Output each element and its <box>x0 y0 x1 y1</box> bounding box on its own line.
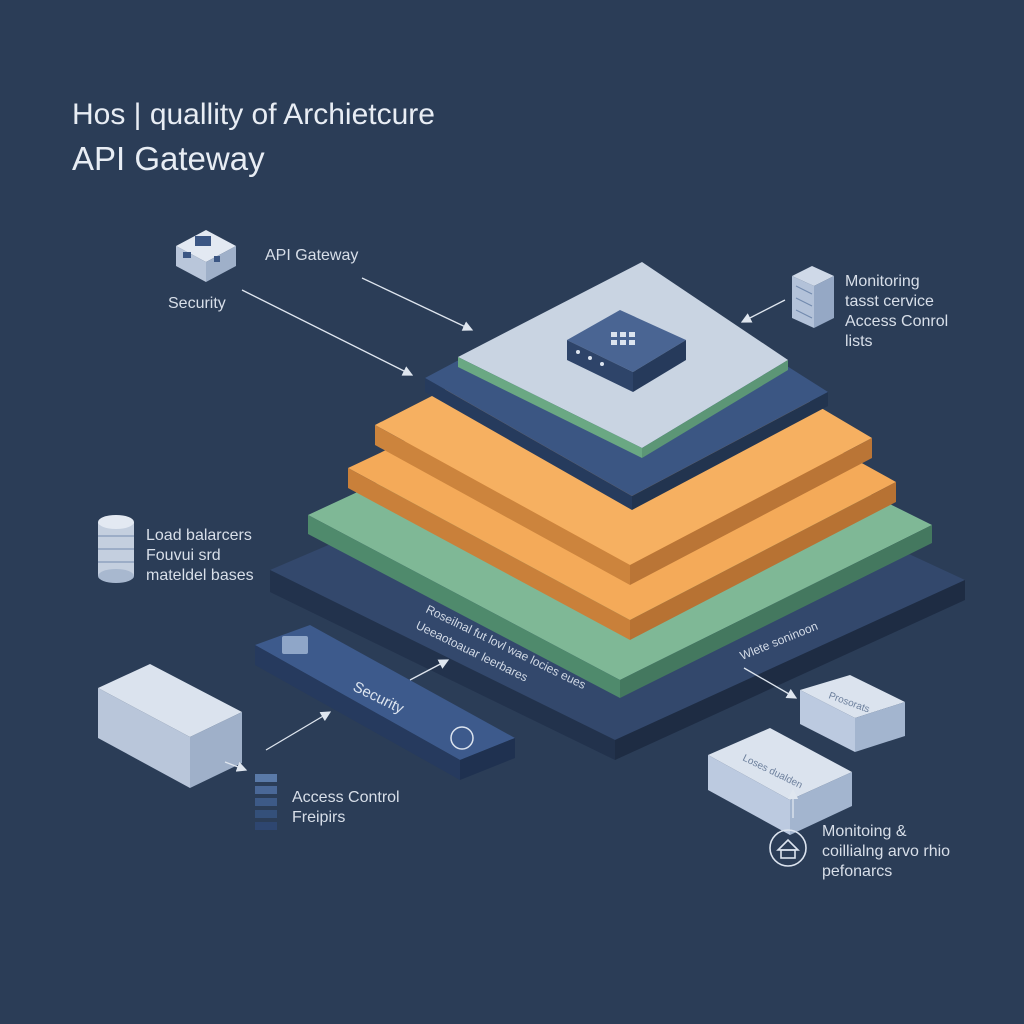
arrow-api-gateway <box>361 277 474 331</box>
arrow-monitoring <box>740 299 786 323</box>
box-small-top: Prosorats <box>800 675 905 752</box>
database-icon <box>98 515 134 583</box>
label-security: Security <box>168 295 226 312</box>
label-access-control: Access Control Freipirs <box>292 789 400 826</box>
gateway-chip-icon <box>567 310 686 392</box>
arrow-security <box>241 289 414 376</box>
label-monitoring-performance: Monitoing & coillialng arvo rhio pefonar… <box>822 823 951 880</box>
stacked-layers-icon <box>255 774 277 830</box>
security-bar: Security <box>255 625 515 780</box>
arrow-right-boxes <box>743 667 798 699</box>
page-subtitle: API Gateway <box>72 140 265 177</box>
label-monitoring: Monitoring tasst cervice Access Conrol l… <box>845 273 949 350</box>
arrow-security-bar <box>409 659 450 681</box>
server-rack-icon <box>792 266 834 328</box>
page-title: Hos | quallity of Archietcure <box>72 98 435 131</box>
server-block <box>98 664 242 788</box>
label-load-balancers: Load balarcers Fouvui srd mateldel bases <box>146 527 254 584</box>
arrow-block-right <box>224 761 248 772</box>
box-small: Loses dualden <box>708 728 852 835</box>
security-cube-icon <box>176 230 236 282</box>
arrow-server-block <box>265 711 332 751</box>
monitoring-house-icon <box>769 829 807 867</box>
label-api-gateway: API Gateway <box>265 247 359 264</box>
connector-arrows <box>224 277 799 818</box>
